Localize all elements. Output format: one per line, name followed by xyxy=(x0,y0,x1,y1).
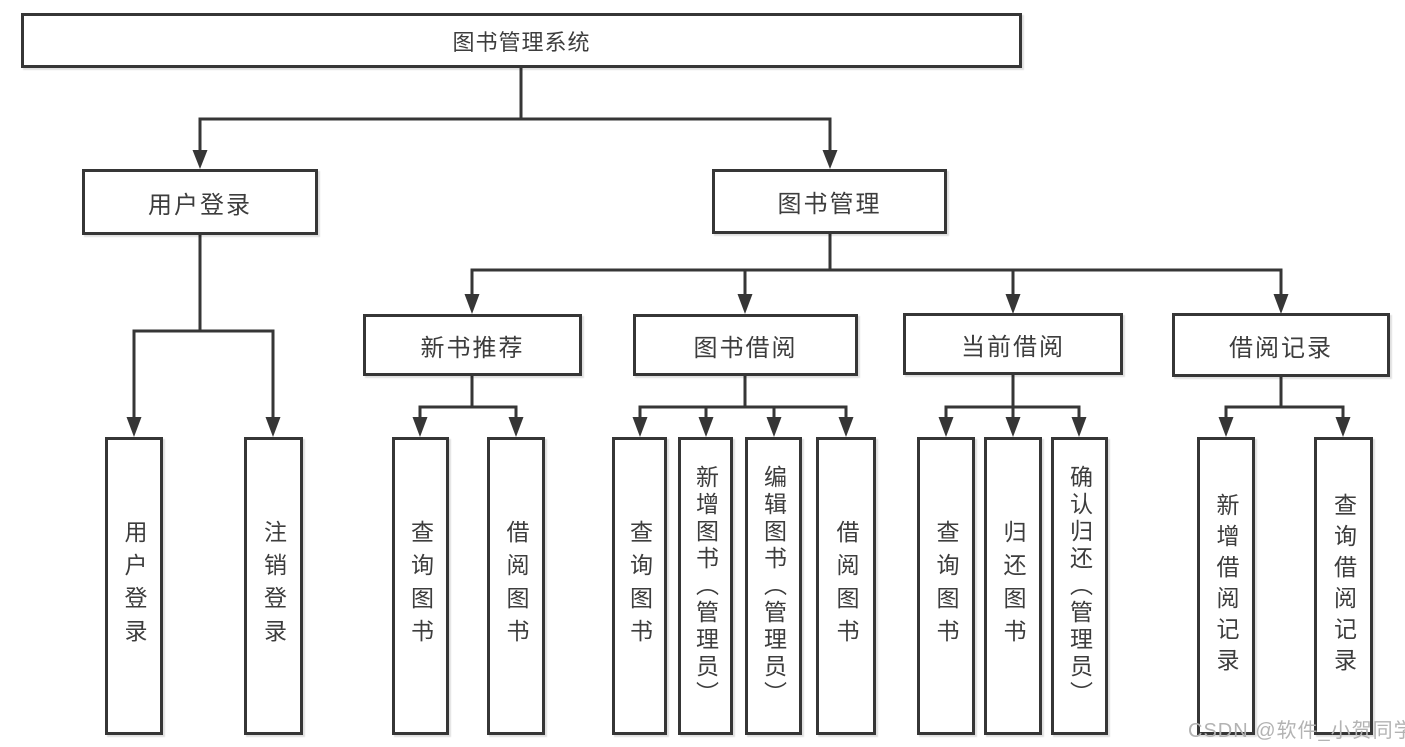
connector-root-children xyxy=(192,66,838,169)
node-label: 查询图书 xyxy=(933,520,959,652)
arrowhead xyxy=(1071,417,1087,437)
node-label: 查询图书 xyxy=(407,520,434,652)
node-label: 查询图书 xyxy=(626,520,653,652)
node-label: 借阅图书 xyxy=(833,520,859,652)
connector-borrowing-records-children xyxy=(1218,377,1351,437)
node-label: 用户登录 xyxy=(148,191,252,219)
arrowhead xyxy=(1218,417,1234,437)
leaf-add-borrow-record: 新增借阅记录 xyxy=(1197,437,1255,735)
arrowhead xyxy=(192,150,208,169)
node-label: 归还图书 xyxy=(1000,520,1026,652)
node-label: 图书借阅 xyxy=(693,334,798,362)
leaf-edit-books-admin: 编辑图书（管理员） xyxy=(745,437,802,735)
node-book-borrowing: 图书借阅 xyxy=(633,314,858,376)
leaf-query-borrow-record: 查询借阅记录 xyxy=(1314,437,1373,735)
node-label: 当前借阅 xyxy=(961,333,1065,361)
arrowhead xyxy=(632,417,648,437)
connector-book-management-children xyxy=(464,233,1289,314)
node-label: 新增借阅记录 xyxy=(1213,493,1239,679)
leaf-logout-login: 注销登录 xyxy=(244,437,303,735)
node-borrowing-records: 借阅记录 xyxy=(1172,313,1390,377)
arrowhead xyxy=(737,294,753,314)
leaf-confirm-return-admin: 确认归还（管理员） xyxy=(1051,437,1108,735)
node-label: 用户登录 xyxy=(121,520,147,652)
arrowhead xyxy=(766,417,782,437)
node-label: 查询借阅记录 xyxy=(1330,493,1357,679)
arrowhead xyxy=(464,294,480,314)
connector-user-login-children xyxy=(126,234,281,437)
arrowhead xyxy=(698,417,714,437)
leaf-add-books-admin: 新增图书（管理员） xyxy=(678,437,733,735)
node-label: 借阅图书 xyxy=(503,520,529,652)
arrowhead xyxy=(126,417,142,437)
node-label: 图书管理系统 xyxy=(452,29,591,55)
node-label: 新增图书（管理员） xyxy=(692,464,719,708)
arrowhead xyxy=(412,417,428,437)
arrowhead xyxy=(508,417,524,437)
node-new-book-recommendation: 新书推荐 xyxy=(363,314,582,376)
arrowhead xyxy=(265,417,281,437)
node-label: 确认归还（管理员） xyxy=(1066,464,1093,708)
node-library-system: 图书管理系统 xyxy=(21,13,1022,68)
arrowhead xyxy=(838,417,854,437)
arrowhead xyxy=(822,150,838,169)
node-current-borrowing: 当前借阅 xyxy=(903,313,1123,375)
leaf-query-books-current: 查询图书 xyxy=(917,437,975,735)
connector-book-borrowing-children xyxy=(632,376,854,437)
node-label: 编辑图书（管理员） xyxy=(760,464,787,708)
node-label: 借阅记录 xyxy=(1229,334,1333,362)
node-label: 图书管理 xyxy=(777,191,882,218)
node-book-management: 图书管理 xyxy=(712,169,947,234)
node-label: 新书推荐 xyxy=(420,334,525,362)
leaf-borrow-books-newbooks: 借阅图书 xyxy=(487,437,545,735)
leaf-query-books-borrowing: 查询图书 xyxy=(612,437,667,735)
connector-new-book-children xyxy=(412,376,524,437)
leaf-return-books: 归还图书 xyxy=(984,437,1042,735)
connector-current-borrowing-children xyxy=(938,375,1087,437)
node-label: 注销登录 xyxy=(260,520,287,652)
arrowhead xyxy=(1273,294,1289,314)
arrowhead xyxy=(938,417,954,437)
leaf-user-login: 用户登录 xyxy=(105,437,163,735)
arrowhead xyxy=(1335,417,1351,437)
leaf-borrow-books-borrowing: 借阅图书 xyxy=(816,437,876,735)
node-user-login: 用户登录 xyxy=(82,169,318,235)
arrowhead xyxy=(1005,417,1021,437)
leaf-query-books-newbooks: 查询图书 xyxy=(392,437,449,735)
watermark: CSDN @软件_小贺同学 xyxy=(1188,720,1405,742)
arrowhead xyxy=(1005,294,1021,314)
